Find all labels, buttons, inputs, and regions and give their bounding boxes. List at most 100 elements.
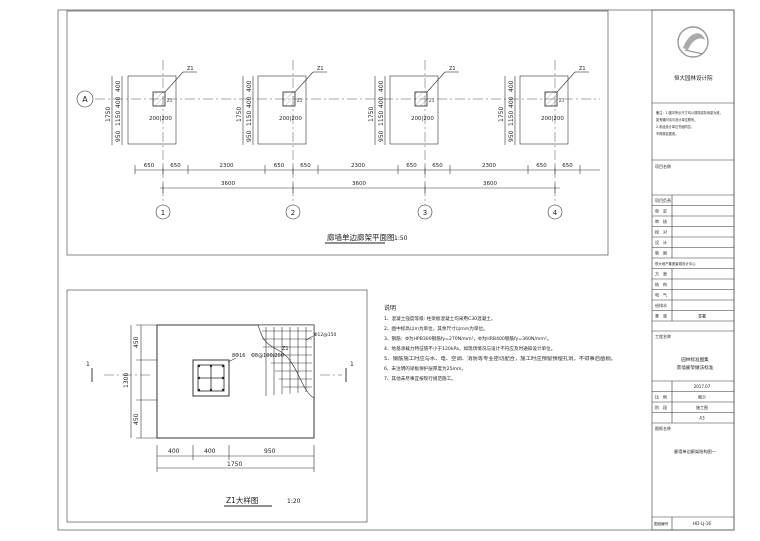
dim-label: 1150	[246, 111, 253, 126]
tb-row-label: 校 对	[655, 229, 667, 235]
detail-scale: 1:20	[287, 498, 301, 505]
axis-label: 1	[161, 209, 165, 217]
tb-note-line: 如有疑问请与设计单位联系。	[656, 117, 697, 122]
dim-label: 1750	[368, 107, 375, 122]
detail-z1-label: Z1	[282, 346, 289, 352]
plan-column	[282, 91, 296, 107]
detail-dim-950: 950	[264, 448, 276, 455]
axis-label: 2	[291, 209, 295, 217]
rebar-mesh-cutout	[257, 324, 315, 399]
title-block: 恒大园林设计院 备注：1.图中所示尺寸均以现场实际测量为准，如有疑问请与设计单位…	[651, 9, 735, 531]
axis-bubble	[417, 204, 433, 220]
column-size-label: 200|200	[541, 116, 564, 122]
dim-label: 950	[246, 130, 253, 142]
note-line: 3、钢筋：Φ为HPB300钢筋fy=270N/mm²，Φ为HRB400钢筋fy=…	[384, 335, 551, 342]
tb-row-label: 结 构	[655, 281, 667, 287]
tb-drawing-name-label: 图纸名称	[655, 425, 671, 431]
tb-row-label: 景 观	[655, 313, 667, 319]
tb-row-value: 2017.07	[694, 384, 711, 389]
tb-row-label: 制 图	[655, 250, 667, 256]
column-callout: Z1	[449, 66, 456, 72]
detail-view: 1 1 Φ12@150 8Φ16 Φ8@100/200 Z1 450 1300 …	[66, 289, 368, 523]
notes: 说明 1、混凝土强度等级: 柱梁板混凝土均采用C30混凝土。 2、图中标高以m为…	[384, 304, 616, 382]
plan-left-dims: 400 400 1750 1150 950	[105, 76, 123, 145]
company-logo	[677, 26, 709, 58]
axis-bubble	[285, 204, 301, 220]
dim-label: 650	[274, 163, 285, 169]
tb-row-label: 项目负责	[655, 197, 671, 203]
notes-heading: 说明	[384, 304, 396, 312]
axis-a-label: A	[82, 95, 88, 104]
dim-label: 650	[406, 163, 417, 169]
tb-row-label: 比 例	[655, 394, 667, 400]
column-size-label: 200|200	[411, 116, 434, 122]
detail-title: Z1大样图	[226, 495, 258, 505]
tb-row-value: A3	[699, 416, 705, 421]
plan-frame	[66, 10, 609, 256]
tb-note-line: 2.未经设计单位书面同意，	[656, 124, 694, 129]
dim-label: 2300	[220, 163, 234, 169]
column-tag: Z1	[297, 98, 303, 103]
dim-label: 950	[378, 130, 385, 142]
tb-row-label: 方 案	[655, 271, 667, 277]
plan-scale: 1:50	[394, 235, 408, 242]
detail-dim-400b: 400	[204, 448, 216, 455]
detail-column	[192, 359, 230, 397]
tb-project-label: 项目名称	[655, 163, 671, 169]
column-callout: Z1	[579, 66, 586, 72]
dim-label: 400	[246, 80, 253, 92]
detail-frame	[66, 289, 368, 523]
tb-row-label: 审 核	[655, 218, 667, 224]
dim-label: 650	[562, 163, 573, 169]
dim-label: 650	[144, 163, 155, 169]
tb-row-label: 阶 段	[655, 404, 667, 410]
tb-row-label: 设 计	[655, 239, 667, 245]
column-size-label: 200|200	[279, 116, 302, 122]
dim-label: 400	[378, 80, 385, 92]
note-line: 7、其他未尽事宜按现行规范施工。	[384, 375, 456, 382]
axis-bubble	[155, 204, 171, 220]
detail-dim-1750: 1750	[227, 461, 242, 468]
bay-dim-label: 3600	[483, 181, 497, 187]
bay-dim-label: 3600	[221, 181, 235, 187]
dim-label: 950	[508, 130, 515, 142]
plan-footing	[389, 75, 439, 145]
axis-bubble	[547, 204, 563, 220]
dim-1150: 1150	[115, 111, 122, 126]
column-callout: Z1	[317, 66, 324, 72]
plan-footing	[257, 75, 307, 145]
column-tag: Z1	[429, 98, 435, 103]
tb-row-value: 施工图	[696, 404, 708, 410]
dim-label: 1150	[378, 111, 385, 126]
dim-label: 2300	[482, 163, 496, 169]
sheet-border	[57, 9, 735, 531]
note-line: 2、图中标高以m为单位，其余尺寸以mm为单位。	[384, 325, 488, 332]
axis-label: 3	[423, 209, 427, 217]
tb-project-line: 园林标准图集	[681, 356, 709, 363]
dim-label: 2300	[351, 163, 365, 169]
tb-drawing-no-label: 图纸编号	[654, 521, 669, 526]
dim-label: 650	[170, 163, 181, 169]
column-tag: Z1	[167, 98, 173, 103]
dim-label: 650	[536, 163, 547, 169]
plan-column	[414, 91, 428, 107]
tb-row-value: 签署	[698, 313, 706, 319]
detail-dim-1300: 1300	[123, 373, 130, 388]
note-line: 4、地基承载力特征值不小于120kPa，如现场情况与设计不符应及时通知设计单位。	[384, 345, 555, 352]
detail-dim-400a: 400	[168, 448, 180, 455]
note-line: 6、未注明的梁板保护层厚度为25mm。	[384, 365, 466, 372]
detail-dim-450b: 450	[133, 413, 140, 425]
plan-title: 廊墙单边廊架平面图	[327, 232, 395, 242]
detail-dim-450a: 450	[133, 336, 140, 348]
section-left: 1	[86, 361, 90, 368]
tb-project-line: 景墙廊架做法标准	[677, 364, 714, 371]
plan-column	[152, 91, 166, 107]
note-line: 5、钢筋施工时应与水、电、空调、消防等专业密切配合，施工时应预留预埋孔洞，不得事…	[384, 355, 616, 362]
dim-400a: 400	[115, 80, 122, 92]
